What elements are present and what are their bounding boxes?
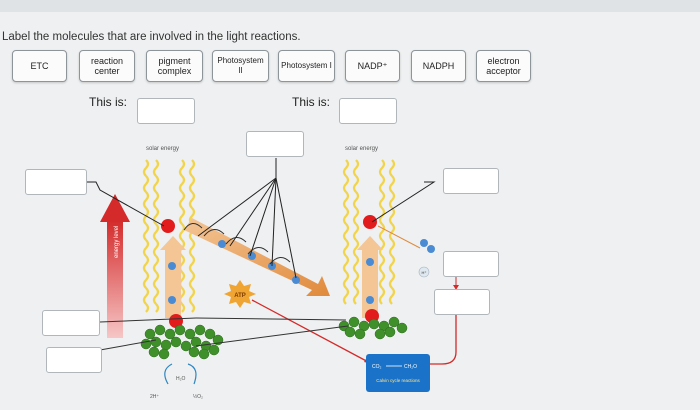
chip-reaction-center-label: reaction center: [90, 56, 124, 76]
pointer-lines-etc: [197, 158, 297, 279]
calvin-text: Calvin cycle reactions: [376, 378, 420, 383]
nadph-to-calvin-line: [430, 312, 457, 365]
chip-etc-label: ETC: [30, 61, 49, 71]
light-waves-right: [342, 159, 396, 305]
chip-etc[interactable]: ETC: [12, 50, 67, 82]
chip-pigment-complex[interactable]: pigment complex: [146, 50, 203, 82]
reaction-center-ps2: [161, 219, 175, 233]
co2-text: CO₂: [372, 364, 382, 370]
drop-box-nadph[interactable]: [434, 289, 490, 315]
solar-energy-right: solar energy: [345, 146, 378, 152]
drop-box-pigment-lower[interactable]: [46, 347, 102, 373]
nadp-reduction: H⁺: [418, 239, 459, 290]
chip-nadph[interactable]: NADPH: [411, 50, 466, 82]
this-is-label-left: This is:: [89, 95, 128, 109]
chip-nadp-plus[interactable]: NADP⁺: [345, 50, 400, 82]
ch2o-text: CH₂O: [404, 364, 417, 370]
reaction-center-ps2-lower: [169, 314, 183, 328]
drop-box-reaction-center[interactable]: [25, 169, 87, 195]
atp-text: ATP: [234, 293, 246, 299]
half-o2-text: ½O₂: [193, 393, 203, 400]
chip-photosystem-i[interactable]: Photosystem I: [278, 50, 335, 82]
water-splitting: H₂O 2H⁺ ½O₂: [150, 363, 203, 400]
top-band: [0, 0, 700, 12]
drop-box-left-this-is[interactable]: [137, 98, 195, 124]
chip-photosystem-ii[interactable]: Photosystem II: [212, 50, 269, 82]
chip-nadph-label: NADPH: [422, 61, 455, 71]
chip-pigment-complex-label: pigment complex: [157, 56, 192, 76]
drop-box-etc[interactable]: [246, 131, 304, 157]
pigment-complex-ps1: [338, 316, 408, 340]
chip-reaction-center[interactable]: reaction center: [79, 50, 135, 82]
light-waves-left: [142, 159, 196, 313]
atp-burst: ATP: [224, 280, 256, 308]
two-h-text: 2H⁺: [150, 394, 159, 400]
reaction-center-ps1: [363, 215, 377, 229]
drop-box-right-upper[interactable]: [443, 168, 499, 194]
pigment-complex-ps2: [140, 324, 224, 360]
question-text: Label the molecules that are involved in…: [2, 31, 301, 43]
chip-electron-acceptor[interactable]: electron acceptor: [476, 50, 531, 82]
h2o-text: H₂O: [176, 376, 186, 382]
energy-level-arrow: energy level: [100, 194, 130, 338]
drop-box-nadp[interactable]: [443, 251, 499, 277]
chip-electron-acceptor-label: electron acceptor: [486, 56, 521, 76]
this-is-label-right: This is:: [292, 95, 331, 109]
photosystem-ii-stem: [160, 236, 186, 318]
atp-to-calvin-line: [251, 299, 373, 365]
energy-level-text: energy level: [114, 226, 120, 258]
chip-photosystem-ii-label: Photosystem II: [217, 56, 264, 75]
chip-nadp-plus-label: NADP⁺: [357, 61, 388, 71]
pointer-lines: [86, 181, 436, 249]
solar-energy-left: solar energy: [146, 146, 179, 152]
drop-box-pigment-upper[interactable]: [42, 310, 100, 336]
chip-photosystem-i-label: Photosystem I: [281, 61, 332, 70]
photosystem-i-stem: [357, 236, 383, 318]
calvin-cycle: CO₂ CH₂O Calvin cycle reactions: [366, 354, 430, 392]
h-plus-text: H⁺: [422, 270, 427, 275]
membrane-lines: [99, 317, 349, 351]
drop-box-right-this-is[interactable]: [339, 98, 397, 124]
